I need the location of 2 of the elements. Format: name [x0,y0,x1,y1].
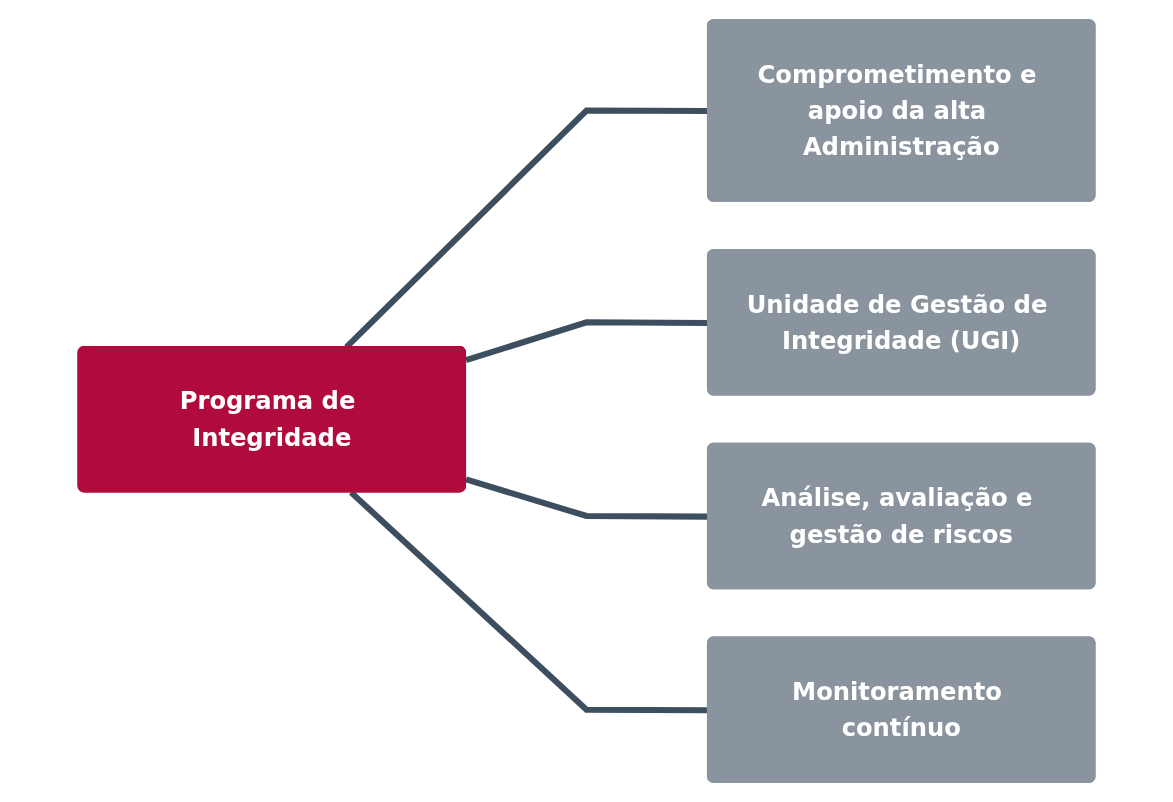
connector [465,476,709,520]
connector [465,319,709,364]
